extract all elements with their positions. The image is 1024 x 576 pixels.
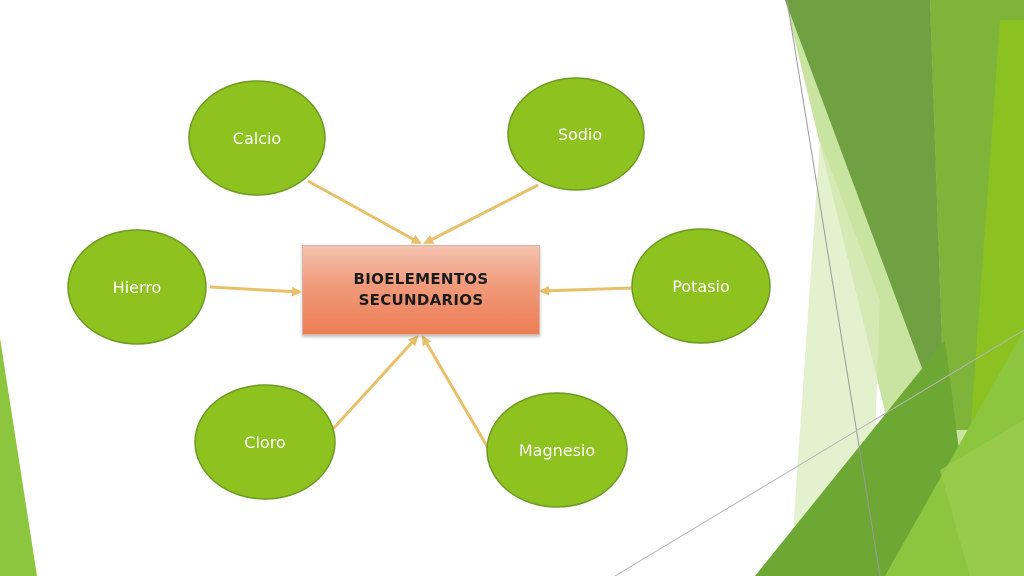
arrow-calcio <box>307 179 422 245</box>
node-label: Potasio <box>672 276 730 296</box>
arrow-potasio <box>539 285 633 296</box>
node-calcio: Calcio <box>189 81 325 195</box>
node-potasio: Potasio <box>632 229 770 343</box>
center-title-line2: SECUNDARIOS <box>358 291 484 309</box>
node-potasio-shape <box>631 228 771 344</box>
node-calcio-shape <box>188 80 326 196</box>
node-hierro: Hierro <box>68 230 206 344</box>
center-title-line1: BIOELEMENTOS <box>353 270 489 288</box>
arrow-cloro <box>330 335 419 432</box>
node-cloro-shape <box>194 384 336 500</box>
node-magnesio-shape <box>486 392 628 508</box>
node-ellipses <box>67 77 771 508</box>
arrow-sodio <box>423 183 539 245</box>
node-label: Cloro <box>244 432 286 452</box>
decor-right-shapes <box>614 0 1024 576</box>
node-hierro-shape <box>67 229 207 345</box>
node-magnesio: Magnesio <box>487 393 627 507</box>
node-sodio-shape <box>507 77 645 191</box>
node-cloro: Cloro <box>195 385 335 499</box>
node-label: Calcio <box>232 128 282 148</box>
decor-left-shape <box>0 338 37 576</box>
node-label: Hierro <box>112 277 162 297</box>
arrow-hierro <box>209 285 302 297</box>
node-sodio: Sodio <box>508 78 648 190</box>
node-label: Magnesio <box>518 440 596 460</box>
arrow-magnesio <box>421 335 490 449</box>
node-label: Sodio <box>557 124 603 144</box>
arrows <box>209 179 633 449</box>
center-concept-box: BIOELEMENTOS SECUNDARIOS <box>302 245 540 335</box>
